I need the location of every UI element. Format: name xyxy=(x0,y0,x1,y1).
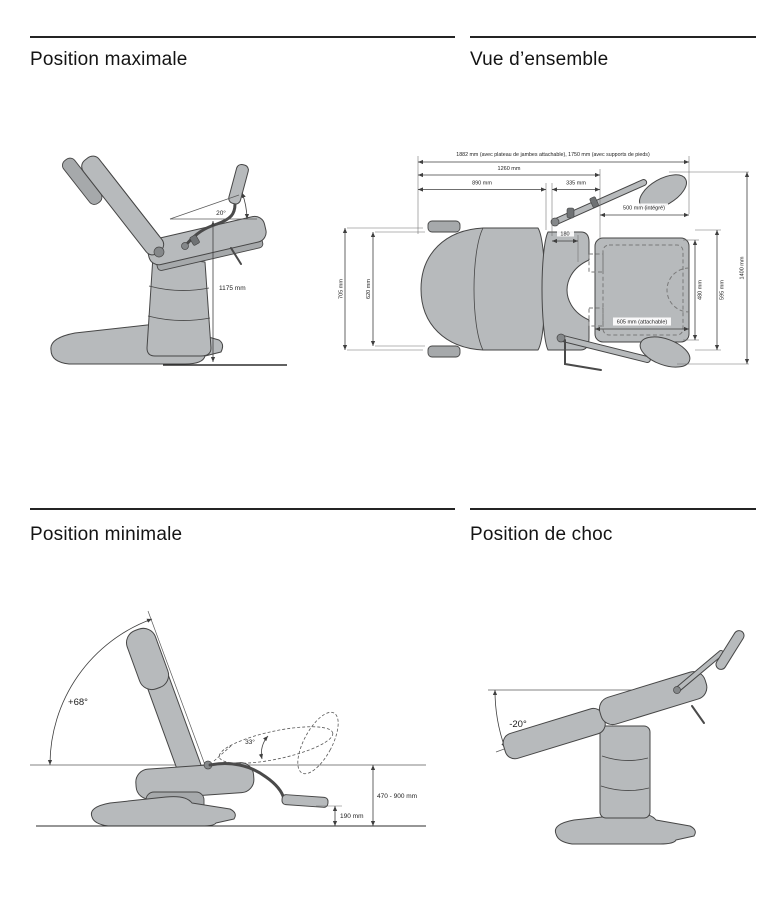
section-title-position-de-choc: Position de choc xyxy=(470,524,613,545)
diagram-position-minimale: +68° 33° xyxy=(30,610,426,827)
backrest-strut xyxy=(691,705,705,724)
dimensions-horizontal: 1882 mm (avec plateau de jambes attachab… xyxy=(417,152,690,332)
dim-label-480: 480 mm xyxy=(698,280,704,300)
seat-cushion xyxy=(502,707,606,760)
backrest-ref-line xyxy=(147,610,206,766)
leg-plate-dashed-cutout xyxy=(666,267,690,313)
leg-plate-dashed-inset xyxy=(602,244,684,336)
dim-label-605: 605 mm (attachable) xyxy=(617,320,668,326)
base-foot xyxy=(90,796,236,827)
backrest-angle-arc xyxy=(47,618,153,766)
seat-top-view xyxy=(541,231,590,351)
rule-bottom-left xyxy=(30,508,455,510)
dim-label-1260: 1260 mm xyxy=(498,166,521,172)
support-pad xyxy=(715,630,745,670)
diagram-vue-densemble: 1882 mm (avec plateau de jambes attachab… xyxy=(339,152,750,371)
dim-label-180: 180 xyxy=(560,232,569,238)
dim-label-500: 500 mm (intégré) xyxy=(623,206,665,212)
diagram-position-maximale: 20° 1175 mm xyxy=(50,155,287,366)
leg-plate xyxy=(594,237,690,343)
support-arm xyxy=(673,630,745,694)
support-pad-bottom xyxy=(639,336,691,368)
dim-label-705: 705 mm xyxy=(339,279,345,299)
dim-label-1400: 1400 mm xyxy=(740,256,746,279)
support-arm-bottom xyxy=(556,333,691,371)
footplate xyxy=(281,794,329,808)
pedestal-column xyxy=(599,725,651,819)
side-rail-top xyxy=(427,220,461,233)
support-arm-top xyxy=(550,174,687,227)
legrest-arm xyxy=(208,762,286,801)
dim-label-height-range: 470 - 900 mm xyxy=(377,793,417,800)
backrest xyxy=(62,155,165,256)
dim-label-angle: -20° xyxy=(509,719,527,730)
backrest-pivot xyxy=(153,246,165,258)
angle-ref-sloped xyxy=(169,194,240,220)
legrest-pad xyxy=(228,163,249,205)
rule-bottom-right xyxy=(470,508,756,510)
dim-label-footplate: 190 mm xyxy=(340,813,363,820)
backrest-top-view xyxy=(420,227,546,351)
dim-label-angle: 20° xyxy=(216,209,226,217)
section-title-vue-densemble: Vue d’ensemble xyxy=(470,49,609,70)
dim-label-angle-backrest: +68° xyxy=(68,697,88,708)
side-rail-bottom xyxy=(427,345,461,358)
pedestal-column xyxy=(146,255,212,357)
dim-label-total: 1882 mm (avec plateau de jambes attachab… xyxy=(456,152,650,158)
dim-label-890: 890 mm xyxy=(472,181,492,187)
dim-label-620: 620 mm xyxy=(366,279,372,299)
base-foot xyxy=(554,813,696,845)
dim-label-angle-legrest: 33° xyxy=(245,738,255,746)
chair-side-low xyxy=(90,627,329,827)
legrest-dashed-positions xyxy=(213,711,339,775)
dim-label-height: 1175 mm xyxy=(219,285,246,292)
section-title-position-maximale: Position maximale xyxy=(30,49,188,70)
diagram-position-de-choc: -20° xyxy=(488,630,745,845)
chair-top-view xyxy=(420,220,690,358)
legrest-arm xyxy=(181,202,242,265)
section-title-position-minimale: Position minimale xyxy=(30,524,183,545)
rule-top-right xyxy=(470,36,756,38)
backrest xyxy=(126,627,202,779)
rule-top-left xyxy=(30,36,455,38)
dimensions-vertical: 705 mm 620 mm 480 mm 595 mm 1400 mm xyxy=(339,171,750,365)
legrest-angle-arc xyxy=(258,735,269,760)
leg-plate-tab-bottom xyxy=(588,307,604,327)
angle-arc xyxy=(241,192,250,220)
dim-label-595: 595 mm xyxy=(720,280,726,300)
dim-label-335: 335 mm xyxy=(566,181,586,187)
leg-plate-tab-top xyxy=(588,253,604,273)
chair-side-tilted xyxy=(502,630,745,845)
